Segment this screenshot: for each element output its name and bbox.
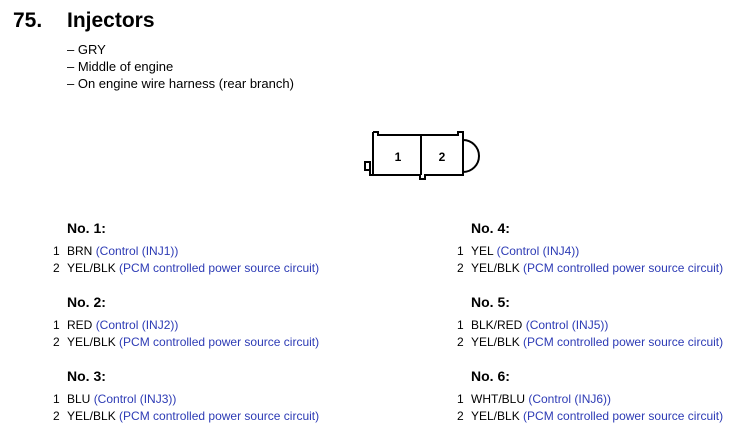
pin-number: 1 [457, 392, 464, 406]
pin-row: 2 YEL/BLK (PCM controlled power source ci… [452, 408, 751, 425]
pin-number: 1 [53, 392, 60, 406]
pin-number: 1 [53, 244, 60, 258]
circuit-description: (Control (INJ3)) [93, 392, 177, 406]
pin-row: 1 RED (Control (INJ2)) [48, 317, 348, 334]
circuit-description: (Control (INJ1)) [95, 244, 179, 258]
connector-notes: GRY Middle of engine On engine wire harn… [67, 41, 294, 92]
connector-diagram: 1 2 [364, 131, 480, 180]
pin-row: 2 YEL/BLK (PCM controlled power source ci… [48, 334, 348, 351]
wire-color: YEL [471, 244, 494, 258]
wire-color: YEL/BLK [471, 261, 520, 275]
pin-number: 1 [457, 244, 464, 258]
group-title: No. 4: [471, 220, 510, 236]
circuit-description: (PCM controlled power source circuit) [119, 261, 320, 275]
pin-row: 1 BLU (Control (INJ3)) [48, 391, 348, 408]
wire-color: YEL/BLK [67, 261, 116, 275]
group-title: No. 2: [67, 294, 106, 310]
note-color: GRY [67, 41, 294, 58]
pin-row: 2 YEL/BLK (PCM controlled power source ci… [452, 260, 751, 277]
circuit-description: (Control (INJ2)) [95, 318, 179, 332]
injector-group-5: No. 5: 1 BLK/RED (Control (INJ5)) 2 YEL/BL… [452, 293, 751, 367]
group-title: No. 1: [67, 220, 106, 236]
connector-body-outline [364, 131, 464, 180]
pin-number: 2 [53, 261, 60, 275]
wire-color: BLK/RED [471, 318, 523, 332]
section-number: 75. [13, 9, 43, 32]
circuit-description: (PCM controlled power source circuit) [523, 409, 724, 423]
group-title: No. 6: [471, 368, 510, 384]
pin-row: 1 YEL (Control (INJ4)) [452, 243, 751, 260]
injector-group-1: No. 1: 1 BRN (Control (INJ1)) 2 YEL/BLK (P… [48, 219, 348, 293]
connector-pin-2: 2 [439, 150, 446, 164]
pin-row: 2 YEL/BLK (PCM controlled power source ci… [452, 334, 751, 351]
group-title: No. 5: [471, 294, 510, 310]
pin-row: 1 BLK/RED (Control (INJ5)) [452, 317, 751, 334]
pin-row: 1 WHT/BLU (Control (INJ6)) [452, 391, 751, 408]
wire-color: YEL/BLK [67, 335, 116, 349]
pin-number: 2 [457, 409, 464, 423]
wire-color: RED [67, 318, 93, 332]
wire-color: BRN [67, 244, 93, 258]
circuit-description: (Control (INJ6)) [528, 392, 612, 406]
pin-number: 1 [53, 318, 60, 332]
wire-color: YEL/BLK [67, 409, 116, 423]
pin-number: 2 [457, 261, 464, 275]
wire-color: BLU [67, 392, 91, 406]
injector-group-2: No. 2: 1 RED (Control (INJ2)) 2 YEL/BLK (P… [48, 293, 348, 367]
circuit-description: (PCM controlled power source circuit) [119, 335, 320, 349]
connector-latch [462, 139, 480, 173]
injector-group-3: No. 3: 1 BLU (Control (INJ3)) 2 YEL/BLK (P… [48, 367, 348, 441]
circuit-description: (PCM controlled power source circuit) [119, 409, 320, 423]
injector-group-4: No. 4: 1 YEL (Control (INJ4)) 2 YEL/BLK (P… [452, 219, 751, 293]
section-title: Injectors [67, 9, 155, 32]
note-location: Middle of engine [67, 58, 294, 75]
wire-color: YEL/BLK [471, 335, 520, 349]
note-harness: On engine wire harness (rear branch) [67, 75, 294, 92]
circuit-description: (PCM controlled power source circuit) [523, 261, 724, 275]
pin-number: 2 [53, 335, 60, 349]
pin-number: 2 [53, 409, 60, 423]
pin-row: 2 YEL/BLK (PCM controlled power source ci… [48, 260, 348, 277]
wire-color: YEL/BLK [471, 409, 520, 423]
pin-number: 2 [457, 335, 464, 349]
pin-number: 1 [457, 318, 464, 332]
pin-row: 2 YEL/BLK (PCM controlled power source ci… [48, 408, 348, 425]
circuit-description: (Control (INJ4)) [496, 244, 580, 258]
group-title: No. 3: [67, 368, 106, 384]
wire-color: WHT/BLU [471, 392, 525, 406]
pin-row: 1 BRN (Control (INJ1)) [48, 243, 348, 260]
connector-pin-1: 1 [395, 150, 402, 164]
circuit-description: (PCM controlled power source circuit) [523, 335, 724, 349]
injector-group-6: No. 6: 1 WHT/BLU (Control (INJ6)) 2 YEL/BL… [452, 367, 751, 441]
circuit-description: (Control (INJ5)) [525, 318, 609, 332]
